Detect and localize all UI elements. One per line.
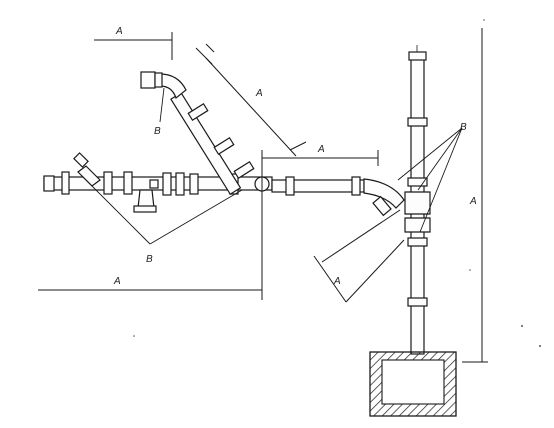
dimension-diagonal-lower: A — [313, 209, 405, 303]
dimension-label: A — [113, 276, 121, 287]
pipe-coupling — [175, 172, 185, 196]
pipe-coupling — [351, 176, 361, 196]
left-end-cap — [43, 175, 55, 192]
callout-label: B — [146, 254, 153, 265]
dimension-label: A — [317, 144, 325, 155]
pipe-coupling — [103, 171, 113, 195]
stack-coupling — [407, 177, 428, 187]
dimension-label: A — [333, 276, 341, 287]
dimension-bottom: A — [38, 276, 263, 298]
callout-right: B — [397, 122, 467, 233]
dimension-label: A — [115, 26, 123, 37]
dimension-right-vertical: A — [462, 28, 488, 363]
stack-coupling — [407, 237, 428, 247]
bend-into-stack — [363, 178, 405, 209]
dimension-label: A — [469, 196, 477, 207]
callout-label: B — [154, 126, 161, 137]
dimension-diagonal-upper: A — [195, 43, 307, 157]
pipe-coupling — [61, 171, 70, 195]
pipe-coupling — [123, 171, 133, 195]
pipe-coupling — [233, 161, 255, 179]
vertical-stack-pipe — [404, 45, 431, 355]
horizontal-main-pipe — [43, 152, 405, 217]
pipe-coupling — [189, 173, 199, 195]
manhole-chamber — [369, 351, 457, 417]
scan-noise — [133, 19, 541, 347]
top-elbow — [159, 73, 187, 100]
stack-coupling — [407, 297, 428, 307]
pipe-coupling — [187, 103, 209, 121]
pipe-coupling — [285, 176, 295, 196]
dimension-top-left: A — [94, 26, 173, 60]
end-cap — [140, 71, 156, 89]
stack-branch-fitting — [404, 191, 431, 215]
callout-upper-left: B — [154, 87, 165, 137]
tee-branch — [137, 189, 155, 209]
pipe-coupling — [213, 137, 235, 155]
pipe-coupling — [162, 172, 172, 196]
callout-lower-left: B — [81, 175, 243, 265]
callout-label: B — [460, 122, 467, 133]
dimension-label: A — [255, 88, 263, 99]
stack-coupling — [407, 117, 428, 127]
diagonal-branch-pipe — [140, 71, 255, 195]
dimension-center: A — [261, 144, 379, 300]
